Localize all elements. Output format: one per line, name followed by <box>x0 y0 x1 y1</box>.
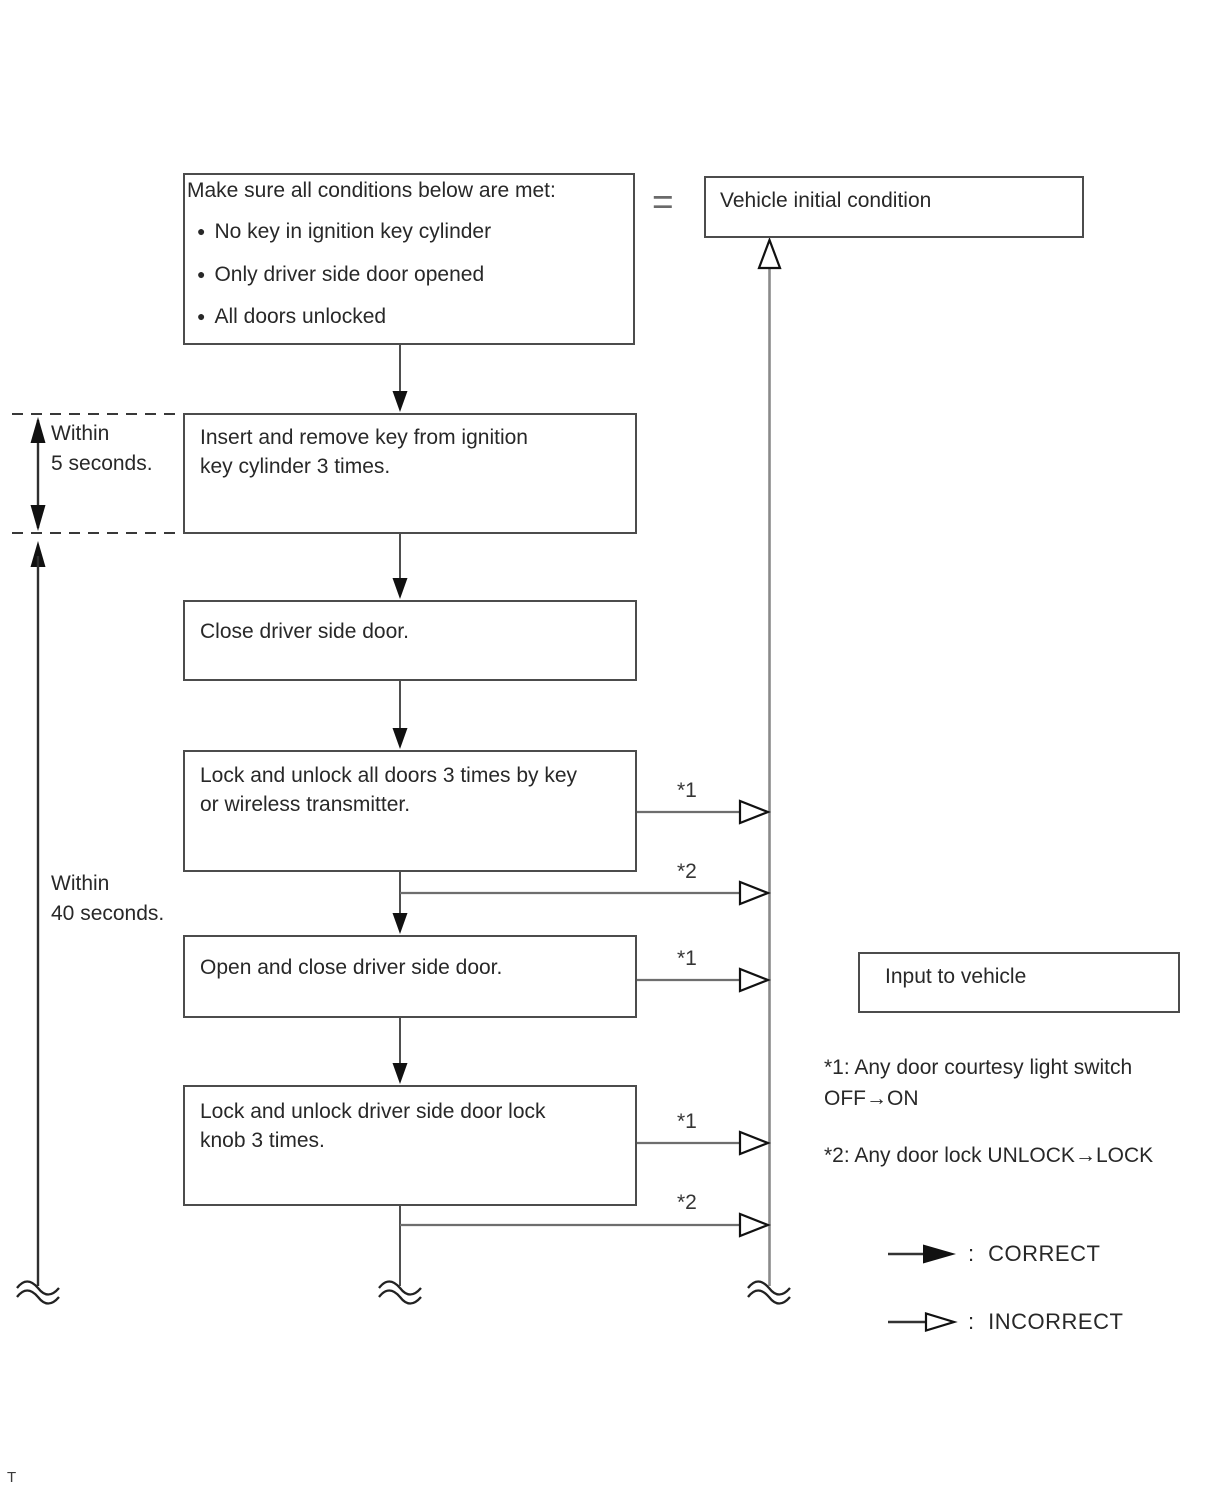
box-lock-unlock-knob: Lock and unlock driver side door lock kn… <box>183 1085 637 1206</box>
box-input-to-vehicle: Input to vehicle <box>858 952 1180 1013</box>
condition-item: ● Only driver side door opened <box>197 260 484 291</box>
branch-2-lockall <box>400 880 772 906</box>
label-within-5-seconds: Within 5 seconds. <box>51 422 153 475</box>
legend-incorrect: : INCORRECT <box>886 1309 1123 1335</box>
conditions-title: Make sure all conditions below are met: <box>187 179 556 202</box>
flow-arrow-insert-to-close <box>392 534 408 599</box>
legend-colon: : <box>968 1241 975 1266</box>
flow-arrow-conditions-to-insert <box>392 345 408 412</box>
legend-correct: : CORRECT <box>886 1241 1100 1267</box>
correct-arrow-icon <box>888 1244 956 1264</box>
branch-1-openclose <box>637 967 772 993</box>
mark-star2: *2 <box>677 860 697 883</box>
condition-item: ● All doors unlocked <box>197 302 386 333</box>
mark-star1: *1 <box>677 779 697 802</box>
footnote-star1: *1: Any door courtesy light switch OFF→O… <box>824 1056 1133 1110</box>
branch-1-lockall <box>637 799 772 825</box>
condition-text: No key in ignition key cylinder <box>214 220 492 243</box>
vehicle-feedback-line <box>757 236 782 1286</box>
box-initial-conditions: Make sure all conditions below are met: … <box>183 173 635 345</box>
forty-second-span-arrow <box>30 541 46 1286</box>
branch-2-lockknob <box>400 1212 772 1238</box>
mark-star1: *1 <box>677 947 697 970</box>
box-lock-unlock-all-doors: Lock and unlock all doors 3 times by key… <box>183 750 637 872</box>
condition-text: Only driver side door opened <box>214 263 485 286</box>
condition-text: All doors unlocked <box>214 305 387 328</box>
break-marks <box>16 1280 791 1305</box>
branch-1-lockknob <box>637 1130 772 1156</box>
flow-arrow-lockall-to-openclose <box>392 872 408 934</box>
label-within-40-seconds: Within 40 seconds. <box>51 872 165 925</box>
box-open-close-driver-door: Open and close driver side door. <box>183 935 637 1018</box>
box-insert-remove-key: Insert and remove key from ignition key … <box>183 413 637 534</box>
legend-correct-label: CORRECT <box>988 1241 1101 1266</box>
bullet-icon: ● <box>197 266 206 282</box>
footnote-star2: *2: Any door lock UNLOCK→LOCK <box>824 1144 1154 1167</box>
legend-colon: : <box>968 1309 975 1334</box>
bullet-icon: ● <box>197 223 206 239</box>
page-mark: T <box>7 1469 17 1486</box>
equals-sign: = <box>652 181 674 222</box>
mark-star2: *2 <box>677 1191 697 1214</box>
mark-star1: *1 <box>677 1110 697 1133</box>
condition-item: ● No key in ignition key cylinder <box>197 217 491 248</box>
legend-incorrect-label: INCORRECT <box>988 1309 1124 1334</box>
incorrect-arrow-icon <box>888 1312 958 1332</box>
five-second-span-arrow <box>30 417 46 531</box>
bullet-icon: ● <box>197 308 206 324</box>
box-vehicle-initial-condition: Vehicle initial condition <box>704 176 1084 238</box>
flow-arrow-openclose-to-lockknob <box>392 1018 408 1084</box>
box-close-driver-door: Close driver side door. <box>183 600 637 681</box>
flow-arrow-close-to-lockall <box>392 681 408 749</box>
